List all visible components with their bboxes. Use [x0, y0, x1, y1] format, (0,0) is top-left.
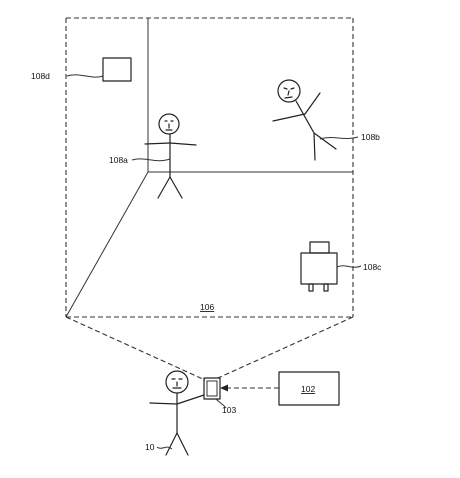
label-108c: 108c — [363, 262, 382, 272]
robot-head — [309, 241, 330, 254]
person-standing-108a: 108a — [109, 113, 197, 199]
robot-leg — [323, 283, 329, 292]
leader-line-10 — [156, 446, 173, 450]
label-108a: 108a — [109, 155, 128, 165]
label-108b: 108b — [361, 132, 380, 142]
person-head — [158, 113, 180, 135]
leader-line-108a — [131, 158, 171, 162]
leader-line-108c — [336, 265, 362, 268]
label-108d: 108d — [31, 71, 50, 81]
arrowhead — [220, 384, 228, 392]
server-to-device-arrow — [220, 384, 279, 392]
leader-line-108d — [66, 74, 104, 78]
label-106: 106 — [200, 302, 214, 312]
person-head — [277, 79, 301, 103]
room-perspective-lines — [65, 18, 353, 318]
robot-108c: 108c — [300, 241, 382, 292]
user-10: 10 — [145, 370, 205, 456]
leader-line-108b — [319, 136, 359, 140]
server-102: 102 — [278, 371, 340, 406]
robot-body — [300, 252, 338, 285]
object-box-108d: 108d — [31, 57, 132, 82]
room-boundary — [65, 17, 354, 318]
robot-leg — [308, 283, 314, 292]
device-103: 103 — [203, 377, 236, 415]
label-103: 103 — [222, 405, 236, 415]
label-10: 10 — [145, 442, 155, 452]
field-of-view-lines — [65, 316, 354, 381]
person-falling-108b: 108b — [272, 79, 380, 161]
leader-line-103 — [215, 398, 227, 409]
label-102: 102 — [301, 384, 315, 394]
